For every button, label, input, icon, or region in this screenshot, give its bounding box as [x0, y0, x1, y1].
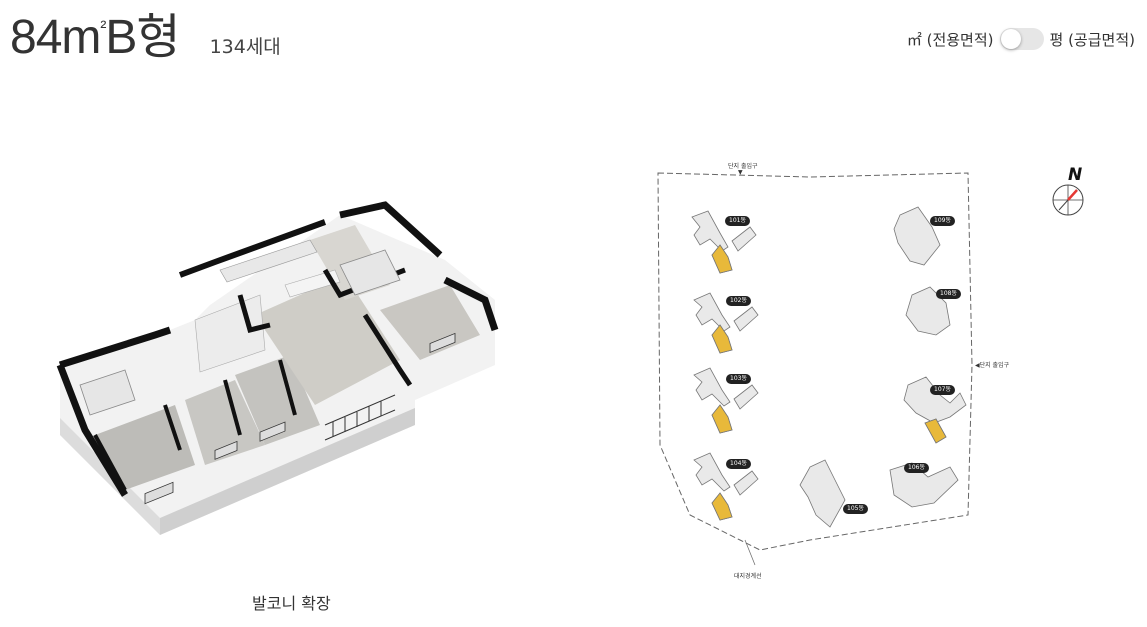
page-title: 84m²B형 134세대: [10, 14, 281, 62]
entrance-top-arrow-icon: ▼: [738, 169, 743, 176]
floorplan-3d-image: [56, 201, 499, 535]
building-tag-105[interactable]: 105동: [843, 504, 868, 514]
north-compass-icon: [1052, 184, 1084, 216]
area-unit-toggle[interactable]: [999, 28, 1044, 50]
building-tag-107[interactable]: 107동: [930, 385, 955, 395]
site-boundary-map: [657, 172, 1084, 566]
site-plan: 단지 출입구 ▼ ◀단지 출입구 대지경계선 N 101동 102동 103동 …: [650, 155, 1140, 595]
building-tag-108[interactable]: 108동: [936, 289, 961, 299]
building-tag-103[interactable]: 103동: [726, 374, 751, 384]
building-tag-106[interactable]: 106동: [904, 463, 929, 473]
floorplan-caption: 발코니 확장: [252, 594, 331, 613]
household-count: 134세대: [209, 36, 281, 58]
toggle-knob: [1000, 29, 1021, 49]
area-unit-toggle-group: ㎡ (전용면적) 평 (공급면적): [907, 28, 1135, 50]
building-tag-109[interactable]: 109동: [930, 216, 955, 226]
highlighted-units: [711, 244, 947, 521]
north-label: N: [1068, 165, 1083, 185]
building-tag-101[interactable]: 101동: [725, 216, 750, 226]
building-tag-104[interactable]: 104동: [726, 459, 751, 469]
building-tag-102[interactable]: 102동: [726, 296, 751, 306]
area-unit-right-label[interactable]: 평 (공급면적): [1049, 30, 1135, 49]
entrance-right-label: ◀단지 출입구: [975, 362, 1010, 369]
area-unit-left-label[interactable]: ㎡ (전용면적): [906, 30, 994, 49]
unit-type-title: 84m²B형: [10, 11, 181, 64]
entrance-top-label: 단지 출입구: [728, 163, 758, 170]
boundary-label: 대지경계선: [734, 573, 762, 580]
